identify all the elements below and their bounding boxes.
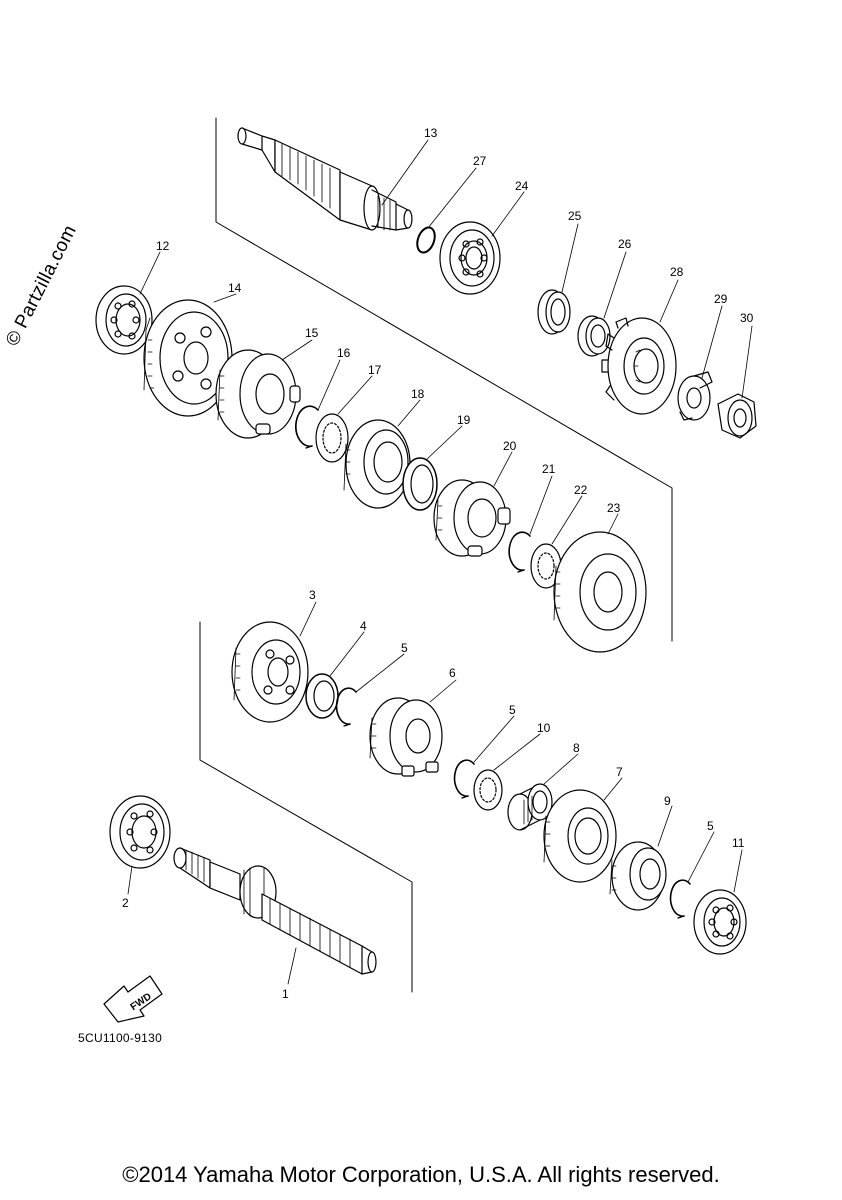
washer-17[interactable] bbox=[315, 413, 349, 463]
main-axle[interactable] bbox=[237, 127, 413, 231]
bearing-11[interactable] bbox=[693, 889, 747, 955]
gear-23[interactable] bbox=[553, 531, 647, 653]
callout-14: 14 bbox=[228, 281, 242, 295]
callout-11: 11 bbox=[732, 836, 745, 850]
callout-20: 20 bbox=[503, 439, 517, 453]
callout-7: 7 bbox=[616, 765, 623, 779]
callout-8: 8 bbox=[573, 741, 580, 755]
gear-6[interactable] bbox=[369, 697, 443, 777]
callout-4: 4 bbox=[360, 619, 367, 633]
washer-19[interactable] bbox=[402, 457, 438, 511]
fwd-arrow: FWD bbox=[103, 975, 163, 1023]
callout-5-c: 5 bbox=[707, 819, 714, 833]
circlip-5-a[interactable] bbox=[335, 687, 357, 727]
o-ring[interactable] bbox=[414, 225, 438, 255]
needle-bearing[interactable] bbox=[507, 783, 553, 831]
callout-28: 28 bbox=[670, 265, 684, 279]
circlip-21[interactable] bbox=[508, 531, 531, 573]
gear-18[interactable] bbox=[343, 419, 411, 509]
callout-5-b: 5 bbox=[509, 703, 516, 717]
callout-27: 27 bbox=[473, 154, 487, 168]
gear-15[interactable] bbox=[215, 349, 301, 439]
callout-18: 18 bbox=[411, 387, 425, 401]
collar-25[interactable] bbox=[537, 289, 571, 335]
gear-9[interactable] bbox=[609, 841, 667, 911]
callout-26: 26 bbox=[618, 237, 632, 251]
callout-29: 29 bbox=[714, 292, 728, 306]
copyright-notice: ©2014 Yamaha Motor Corporation, U.S.A. A… bbox=[122, 1162, 720, 1187]
callout-21: 21 bbox=[542, 462, 556, 476]
circlip-5-b[interactable] bbox=[453, 759, 475, 799]
callout-24: 24 bbox=[515, 179, 529, 193]
upper-assembly-frame bbox=[215, 117, 673, 642]
callout-30: 30 bbox=[740, 311, 754, 325]
callout-15: 15 bbox=[305, 326, 319, 340]
gear-14[interactable] bbox=[143, 299, 233, 417]
washer-10[interactable] bbox=[473, 769, 503, 811]
callout-25: 25 bbox=[568, 209, 582, 223]
callout-16: 16 bbox=[337, 346, 351, 360]
washer-4[interactable] bbox=[305, 673, 339, 719]
counter-axle[interactable] bbox=[173, 847, 377, 975]
lower-assembly-frame bbox=[199, 621, 413, 993]
lock-washer[interactable] bbox=[677, 371, 713, 421]
circlip-5-c[interactable] bbox=[669, 879, 691, 919]
callout-22: 22 bbox=[574, 483, 588, 497]
diagram-code: 5CU1100-9130 bbox=[78, 1031, 163, 1045]
gear-7[interactable] bbox=[543, 789, 617, 883]
bearing-12[interactable] bbox=[95, 285, 153, 355]
callout-1: 1 bbox=[282, 987, 289, 1001]
bearing-2[interactable] bbox=[109, 795, 171, 869]
collar-26[interactable] bbox=[577, 315, 611, 357]
callout-3: 3 bbox=[309, 588, 316, 602]
circlip-16[interactable] bbox=[295, 405, 319, 449]
bearing-24[interactable] bbox=[439, 221, 501, 295]
callout-19: 19 bbox=[457, 413, 471, 427]
callout-2: 2 bbox=[122, 896, 129, 910]
callout-5-a: 5 bbox=[401, 641, 408, 655]
nut[interactable] bbox=[717, 393, 757, 439]
callout-17: 17 bbox=[368, 363, 382, 377]
gear-20[interactable] bbox=[433, 479, 511, 557]
callout-6: 6 bbox=[449, 666, 456, 680]
callout-10: 10 bbox=[537, 721, 551, 735]
gear-3[interactable] bbox=[231, 621, 309, 723]
callout-23: 23 bbox=[607, 501, 621, 515]
callout-12: 12 bbox=[156, 239, 170, 253]
drive-sprocket[interactable] bbox=[601, 317, 677, 415]
callout-9: 9 bbox=[664, 794, 671, 808]
callout-13: 13 bbox=[424, 126, 438, 140]
